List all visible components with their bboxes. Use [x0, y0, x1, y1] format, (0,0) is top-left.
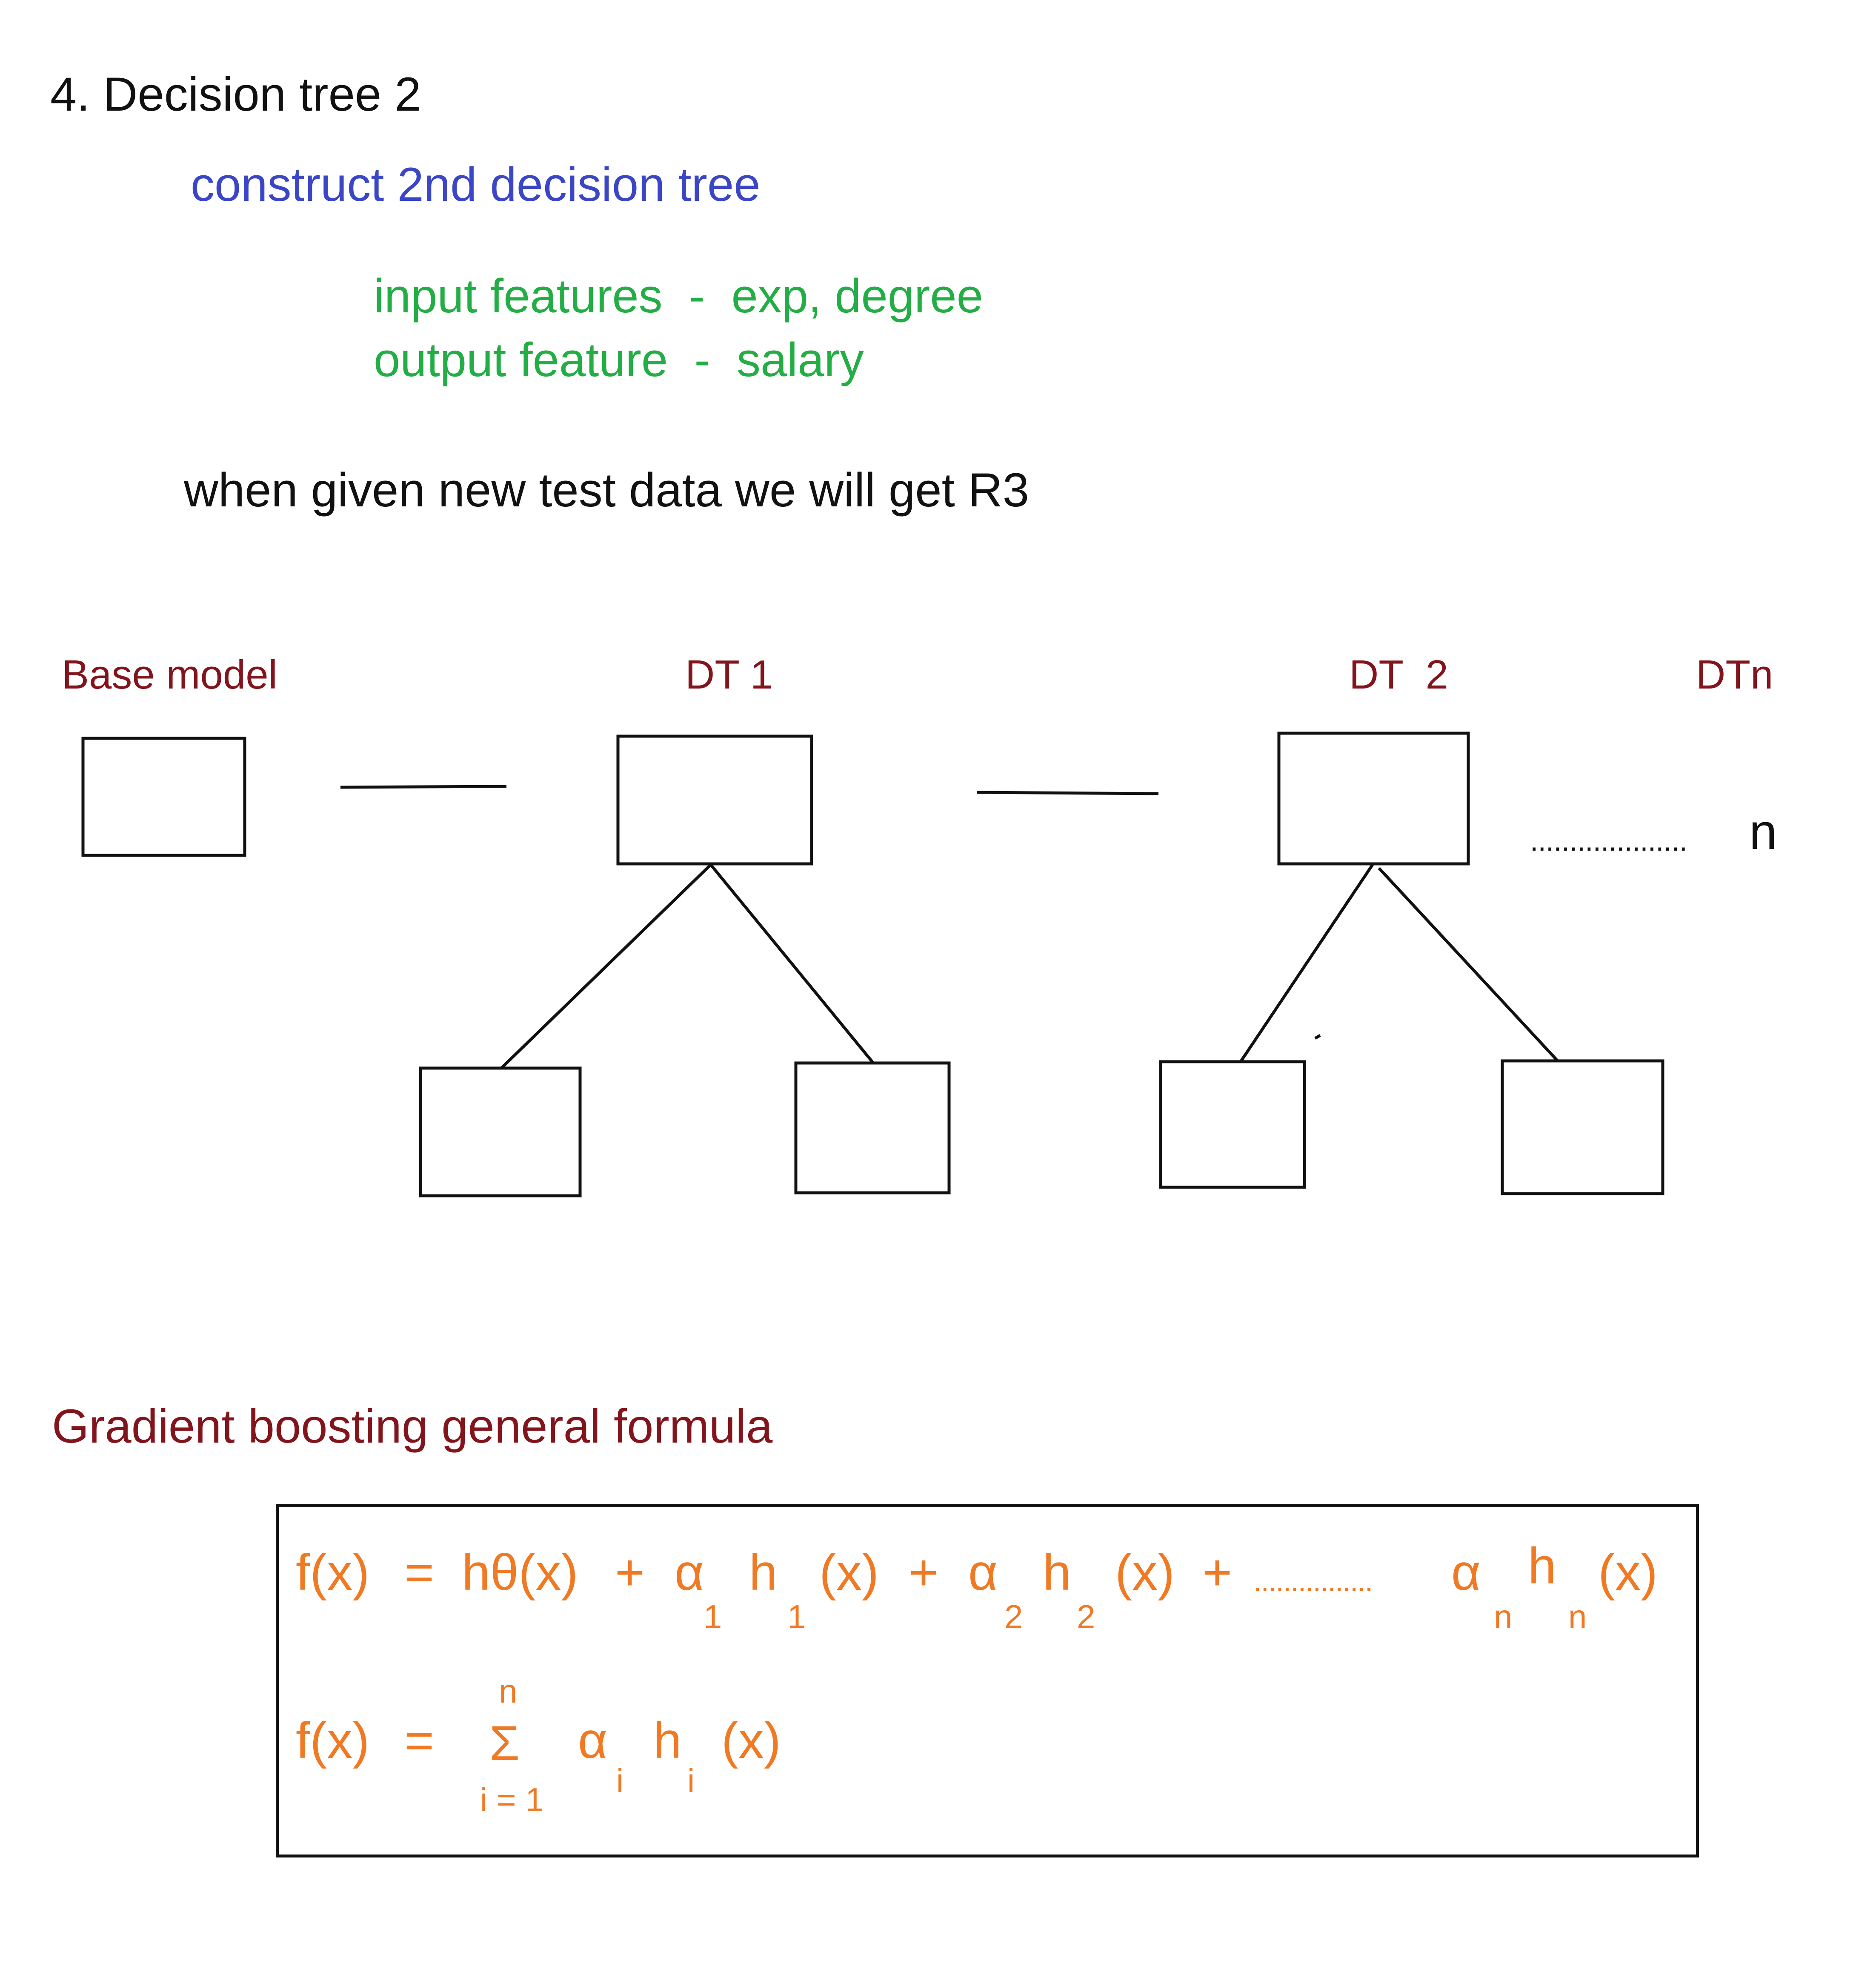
f1-x-2: (x) [1115, 1544, 1175, 1601]
f2-alpha: α [578, 1712, 608, 1769]
dt2-right-edge [1378, 867, 1559, 1062]
input-features-text: input features - exp, degree [374, 269, 983, 323]
continuation-dots: .................... [1530, 824, 1687, 857]
dt1-right-leaf [794, 1061, 951, 1194]
f1-alpha-2: α [968, 1544, 998, 1601]
dt1-label: DT 1 [685, 652, 773, 697]
stray-mark [1314, 1034, 1321, 1040]
dt1-root-box [616, 734, 813, 866]
f1-alpha-2-sub: 2 [1004, 1598, 1023, 1635]
f2-eq: = [404, 1712, 435, 1769]
f1-plus-3: + [1202, 1544, 1233, 1601]
f2-sigma: Σ [489, 1716, 520, 1771]
f1-x-1: (x) [819, 1544, 879, 1601]
f1-plus-2: + [909, 1544, 939, 1601]
f1-x-n: (x) [1598, 1544, 1658, 1601]
f1-h-2: h [1043, 1544, 1071, 1601]
f2-h-sub: i [687, 1762, 695, 1799]
dt2-left-leaf [1159, 1060, 1306, 1189]
f2-alpha-sub: i [616, 1762, 624, 1799]
f2-x: (x) [721, 1712, 781, 1769]
f2-sum-upper: n [499, 1672, 518, 1710]
f1-h-1: h [749, 1544, 778, 1601]
page-title: 4. Decision tree 2 [50, 68, 421, 121]
base-model-label: Base model [62, 652, 277, 697]
f2-lhs: f(x) [296, 1712, 370, 1769]
f1-h-n: h [1528, 1537, 1556, 1595]
dt1-right-edge [709, 863, 875, 1064]
step-heading: construct 2nd decision tree [191, 158, 761, 211]
formula-section-title: Gradient boosting general formula [52, 1400, 773, 1453]
formula-box [276, 1504, 1699, 1857]
f1-alpha-n: α [1451, 1544, 1481, 1601]
f1-htheta: hθ(x) [462, 1544, 578, 1601]
f2-sum-lower: i = 1 [480, 1781, 544, 1818]
f1-h-n-sub: n [1568, 1598, 1587, 1635]
dt1-left-leaf [419, 1066, 582, 1197]
f1-h-2-sub: 2 [1077, 1598, 1095, 1635]
f1-alpha-1: α [675, 1544, 704, 1601]
f1-lhs: f(x) [296, 1544, 370, 1601]
f1-dots: ................ [1253, 1564, 1373, 1597]
continuation-n: n [1749, 804, 1777, 860]
dtn-label: DTn [1696, 652, 1773, 697]
f1-h-1-sub: 1 [787, 1598, 806, 1635]
f2-h: h [653, 1712, 682, 1769]
test-data-note: when given new test data we will get R3 [184, 463, 1029, 517]
dt2-right-leaf [1501, 1059, 1664, 1195]
f1-eq: = [404, 1544, 435, 1601]
f1-alpha-1-sub: 1 [704, 1598, 722, 1635]
f1-alpha-n-sub: n [1494, 1598, 1513, 1635]
dt2-root-box [1277, 732, 1470, 866]
boosting-diagram [81, 732, 1664, 1197]
connector-base-dt1 [340, 785, 507, 789]
dt2-left-edge [1239, 864, 1374, 1063]
base-model-box [81, 737, 246, 857]
connector-dt1-dt2 [976, 791, 1159, 795]
output-feature-text: output feature - salary [374, 333, 864, 386]
f1-plus-1: + [615, 1544, 645, 1601]
dt1-left-edge [500, 863, 712, 1069]
dt2-label: DT 2 [1349, 652, 1448, 697]
